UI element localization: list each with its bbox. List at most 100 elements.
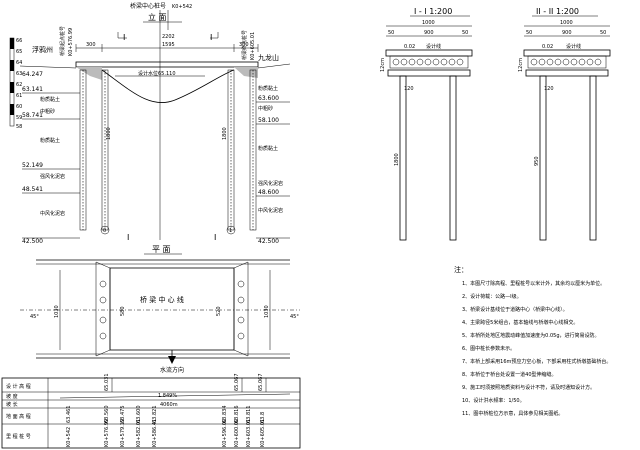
sec1-sub-dim: 50	[462, 30, 468, 36]
center-station-label: 桥梁中心桩号	[130, 2, 166, 10]
left-station-value: K0+576.99	[68, 28, 74, 56]
right-soil: 强风化泥岩	[258, 180, 283, 187]
sec1-sub-dim: 900	[424, 30, 434, 36]
right-elev: 58.100	[258, 117, 279, 124]
ground-elev: 63.834	[222, 406, 228, 424]
ground-elev: 63.816	[234, 406, 240, 424]
scale-tick: 59	[16, 115, 22, 121]
sec2-sub-dim: 900	[562, 30, 572, 36]
elevation-view: 立 面 桥梁中心桩号 K0+542 桥梁起点桩号 K0+576.99 桥梁终点桩…	[9, 2, 291, 245]
scale-tick: 62	[16, 82, 22, 88]
section-2-title: II - II 1:200	[536, 7, 579, 16]
sec2-sub-dim: 50	[526, 30, 532, 36]
section-1: I - I 1:200 1000 50 900 50 0.02 设计线 12cm…	[380, 7, 473, 241]
left-elev: 48.541	[22, 186, 43, 193]
scale-tick: 64	[16, 60, 22, 66]
section-1-title: I - I 1:200	[414, 7, 452, 16]
sec2-slope: 0.02	[542, 44, 553, 50]
note-item: 9、施工时须按照地质资料与设计不符，请及时通知设计方。	[462, 384, 595, 391]
plan-inner-right: 520	[216, 306, 222, 316]
slope-length: 4060m	[160, 402, 178, 408]
left-soil: 粉质黏土	[40, 137, 60, 144]
ground-elev: 63.461	[66, 406, 72, 424]
flow-arrow-icon	[168, 350, 176, 364]
station: K0+603.01	[246, 419, 252, 447]
pile-right-label: 1	[229, 228, 232, 234]
design-elev: 65.031	[104, 374, 110, 392]
sec2-sub-dim: 50	[600, 30, 606, 36]
sec1-pile-dim: 120	[404, 86, 414, 92]
dim-mid: 1595	[162, 42, 175, 48]
profile-table: 设 计 高 程 坡 度 坡 长 地 面 高 程 里 程 桩 号 65.031 6…	[1, 374, 301, 449]
scale-tick: 60	[16, 104, 22, 110]
ground-elev: 63.821	[152, 406, 158, 424]
flow-direction: 水流方向	[160, 366, 184, 374]
right-soil: 粉质黏土	[258, 85, 278, 92]
right-soil: 中粗砂	[258, 105, 273, 112]
right-elev: 42.500	[258, 238, 279, 245]
left-elev: 64.247	[22, 71, 43, 78]
left-soil: 中粗砂	[40, 108, 55, 115]
left-soil: 粉质黏土	[40, 96, 60, 103]
right-pile: 1 1800	[222, 69, 257, 235]
sec1-slope: 0.02	[404, 44, 415, 50]
right-station-value: K0+605.01	[250, 32, 256, 60]
note-item: 7、本桥上部采用16m预应力空心板，下部采用柱式桥墩基础桥台。	[462, 358, 611, 365]
sec1-pile-len: 1800	[394, 153, 400, 166]
sec1-sub-dim: 50	[388, 30, 394, 36]
section-mark-bottom-left: I	[127, 233, 129, 242]
center-station-value: K0+542	[172, 4, 192, 10]
pile-left-label: 0	[103, 228, 106, 234]
design-elev: 65.067	[258, 374, 264, 392]
notes: 注： 1、本图尺寸除高程、里程桩号以米计外，其余均以厘米为单位。 2、设计荷载：…	[454, 265, 611, 417]
table-row-label: 坡 度	[6, 393, 18, 400]
scale-tick: 61	[16, 93, 22, 99]
design-elev: 65.067	[234, 374, 240, 392]
right-geology: 粉质黏土 63.600 中粗砂 58.100 粉质黏土 强风化泥岩 48.600…	[256, 85, 290, 245]
note-item: 10、设计洪水频率：1/50。	[462, 397, 525, 404]
sec2-top-dim: 1000	[560, 20, 573, 26]
note-item: 11、图中桥桩位方示意，具体参见相关图纸。	[462, 410, 563, 417]
notes-title: 注：	[454, 265, 468, 274]
note-item: 8、本桥位于桥台处设置一道40型伸缩缝。	[462, 371, 557, 378]
sec2-pile-len: 950	[534, 156, 540, 166]
plan-view: 平 面 桥 梁 中 心 线 1030 1030 580 520 45° 45°	[20, 245, 300, 374]
elevation-scale: 66 65 64 63 62 61 60 59 58	[9, 37, 22, 130]
sec1-side: 12cm	[380, 58, 386, 72]
plan-angle-right: 45°	[290, 314, 299, 320]
ground-elev: 63.8	[260, 412, 266, 423]
plan-center-line: 桥 梁 中 心 线	[140, 295, 184, 304]
station: K0+596.00	[222, 419, 228, 447]
scale-tick: 63	[16, 71, 22, 77]
note-item: 2、设计荷载：公路—I级。	[462, 293, 522, 300]
table-row-label: 里 程 桩 号	[6, 433, 31, 440]
left-elev: 63.141	[22, 86, 43, 93]
dim-left: 300	[86, 42, 96, 48]
station: K0+576.99	[104, 419, 110, 447]
sec2-pile-dim: 120	[544, 86, 554, 92]
left-pile: 0 1800	[79, 69, 112, 235]
plan-width-left: 1030	[54, 305, 60, 318]
sec2-side: 12cm	[518, 58, 524, 72]
pile-len-right: 1800	[222, 127, 228, 140]
left-place: 浮鸦州	[32, 45, 53, 54]
bridge-deck	[75, 61, 259, 68]
note-item: 4、主梁跨径5米组合，基本轴线与桥墩中心线相交。	[462, 319, 578, 326]
station: K0+605.01	[260, 419, 266, 447]
section-mark-top-left: I	[123, 33, 125, 42]
left-elev: 42.500	[22, 238, 43, 245]
dim-right: 300	[239, 42, 249, 48]
elevation-title: 立 面	[148, 12, 167, 22]
right-soil: 粉质黏土	[258, 145, 278, 152]
note-item: 1、本图尺寸除高程、里程桩号以米计外，其余均以厘米为单位。	[462, 280, 605, 287]
station: K0+542	[66, 427, 72, 447]
station: K0+600.00	[234, 419, 240, 447]
right-elev: 63.600	[258, 95, 279, 102]
slope-value: 1.849%	[158, 393, 177, 399]
ground-elev: 63.811	[246, 406, 252, 424]
left-soil: 中风化泥岩	[40, 210, 65, 217]
water-level: 设计水位65.110	[138, 70, 176, 77]
scale-tick: 65	[16, 49, 22, 55]
station: K0+586.41	[152, 419, 158, 447]
